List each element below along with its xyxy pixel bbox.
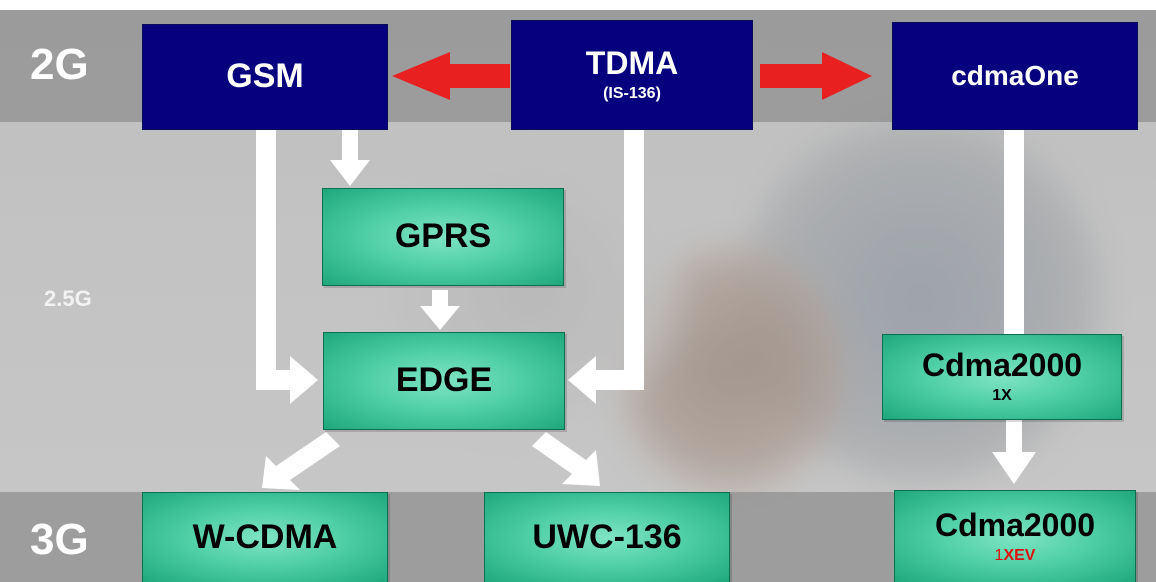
red-arrows (392, 52, 872, 100)
node-wcdma: W-CDMA (142, 492, 388, 582)
arrow-tdma-to-cdmaone (760, 52, 872, 100)
node-cdma2000-1xev-label: Cdma2000 (934, 506, 1096, 543)
node-cdmaone: cdmaOne (892, 22, 1138, 130)
node-cdma2000-1x: Cdma2000 1X (882, 334, 1122, 420)
node-cdma2000-1x-sublabel: 1X (992, 387, 1012, 405)
node-gprs-label: GPRS (394, 217, 492, 256)
node-wcdma-label: W-CDMA (192, 518, 338, 557)
arrow-cdma2000-1x-to-1xev (992, 420, 1036, 484)
arrow-edge-to-wcdma (262, 432, 340, 490)
white-arrows (256, 130, 1036, 490)
node-tdma: TDMA (IS-136) (511, 20, 753, 130)
node-cdmaone-label: cdmaOne (951, 60, 1079, 92)
generation-label-2-5g: 2.5G (44, 286, 92, 311)
generation-label-3g: 3G (30, 515, 89, 564)
arrow-gsm-to-gprs (330, 130, 370, 186)
node-edge: EDGE (323, 332, 565, 430)
arrow-tdma-to-edge (568, 130, 644, 404)
node-edge-label: EDGE (395, 361, 493, 400)
arrow-tdma-to-gsm (392, 52, 510, 100)
node-tdma-sublabel: (IS-136) (603, 85, 661, 103)
generation-label-2g: 2G (30, 40, 89, 89)
arrow-gprs-to-edge (420, 290, 460, 330)
top-strip (0, 0, 1156, 10)
node-cdma2000-1xev-sublabel-prefix: 1 (994, 547, 1004, 565)
node-gprs: GPRS (322, 188, 564, 286)
node-cdma2000-1xev-sublabel: 1XEV (995, 546, 1036, 565)
node-gsm-label: GSM (226, 57, 304, 96)
connector-cdmaone-to-cdma2000-1x (1004, 130, 1024, 334)
node-cdma2000-1xev: Cdma2000 1XEV (894, 490, 1136, 582)
node-uwc136: UWC-136 (484, 492, 730, 582)
node-tdma-label: TDMA (585, 44, 679, 81)
arrow-gsm-to-edge (256, 130, 318, 404)
band-2-5g (0, 122, 1156, 492)
node-cdma2000-1x-label: Cdma2000 (921, 346, 1083, 383)
node-gsm: GSM (142, 24, 388, 130)
node-cdma2000-1xev-sublabel-rest: XEV (1003, 547, 1036, 565)
arrow-edge-to-uwc136 (532, 432, 600, 486)
node-uwc136-label: UWC-136 (532, 518, 682, 557)
